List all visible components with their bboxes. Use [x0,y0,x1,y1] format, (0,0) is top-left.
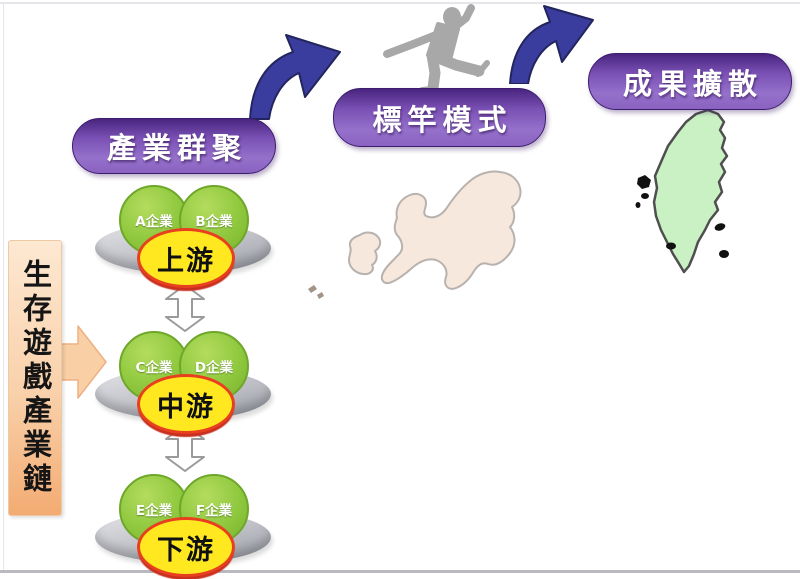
left-border-line [3,2,4,570]
double-arrow-icon-2 [165,424,205,472]
industry-chain-banner: 生存遊戲產業鏈 [8,240,62,516]
stage-pill-industry-cluster: 產業群聚 [72,118,276,174]
stage-pill-result-diffusion: 成果擴散 [588,53,792,110]
cluster-downstream: E企業 F企業 下游 [93,474,279,577]
company-label: C企業 [135,360,173,376]
tier-ellipse-midstream: 中游 [137,374,235,434]
stage-pill-label: 標竿模式 [372,102,513,137]
stage-pill-benchmark-model: 標竿模式 [333,88,546,147]
curved-arrow-icon-2 [509,5,594,84]
company-label: D企業 [194,360,234,376]
double-arrow-icon-1 [165,284,205,332]
tier-ellipse-upstream: 上游 [137,228,235,288]
company-label: F企業 [195,503,233,519]
company-label: B企業 [195,214,233,230]
top-border-line [0,2,800,4]
taiwan-map [635,108,729,274]
stage-pill-label: 成果擴散 [622,66,763,101]
tier-label: 下游 [157,534,215,566]
bottom-border-line [0,570,800,573]
tier-label: 上游 [157,245,215,277]
company-bubble: B企業 [179,185,249,255]
jumping-person-icon [383,4,490,92]
curved-arrow-icon-1 [249,34,341,120]
company-label: A企業 [135,214,173,230]
company-label: E企業 [135,503,173,519]
tier-ellipse-downstream: 下游 [137,517,235,577]
tier-label: 中游 [157,391,215,423]
cluster-upstream: A企業 B企業 上游 [93,185,279,288]
stage-pill-label: 產業群聚 [106,131,247,165]
industry-chain-banner-label: 生存遊戲產業鏈 [18,259,53,497]
cluster-midstream: C企業 D企業 中游 [93,331,279,434]
offshore-island-map [308,170,522,299]
